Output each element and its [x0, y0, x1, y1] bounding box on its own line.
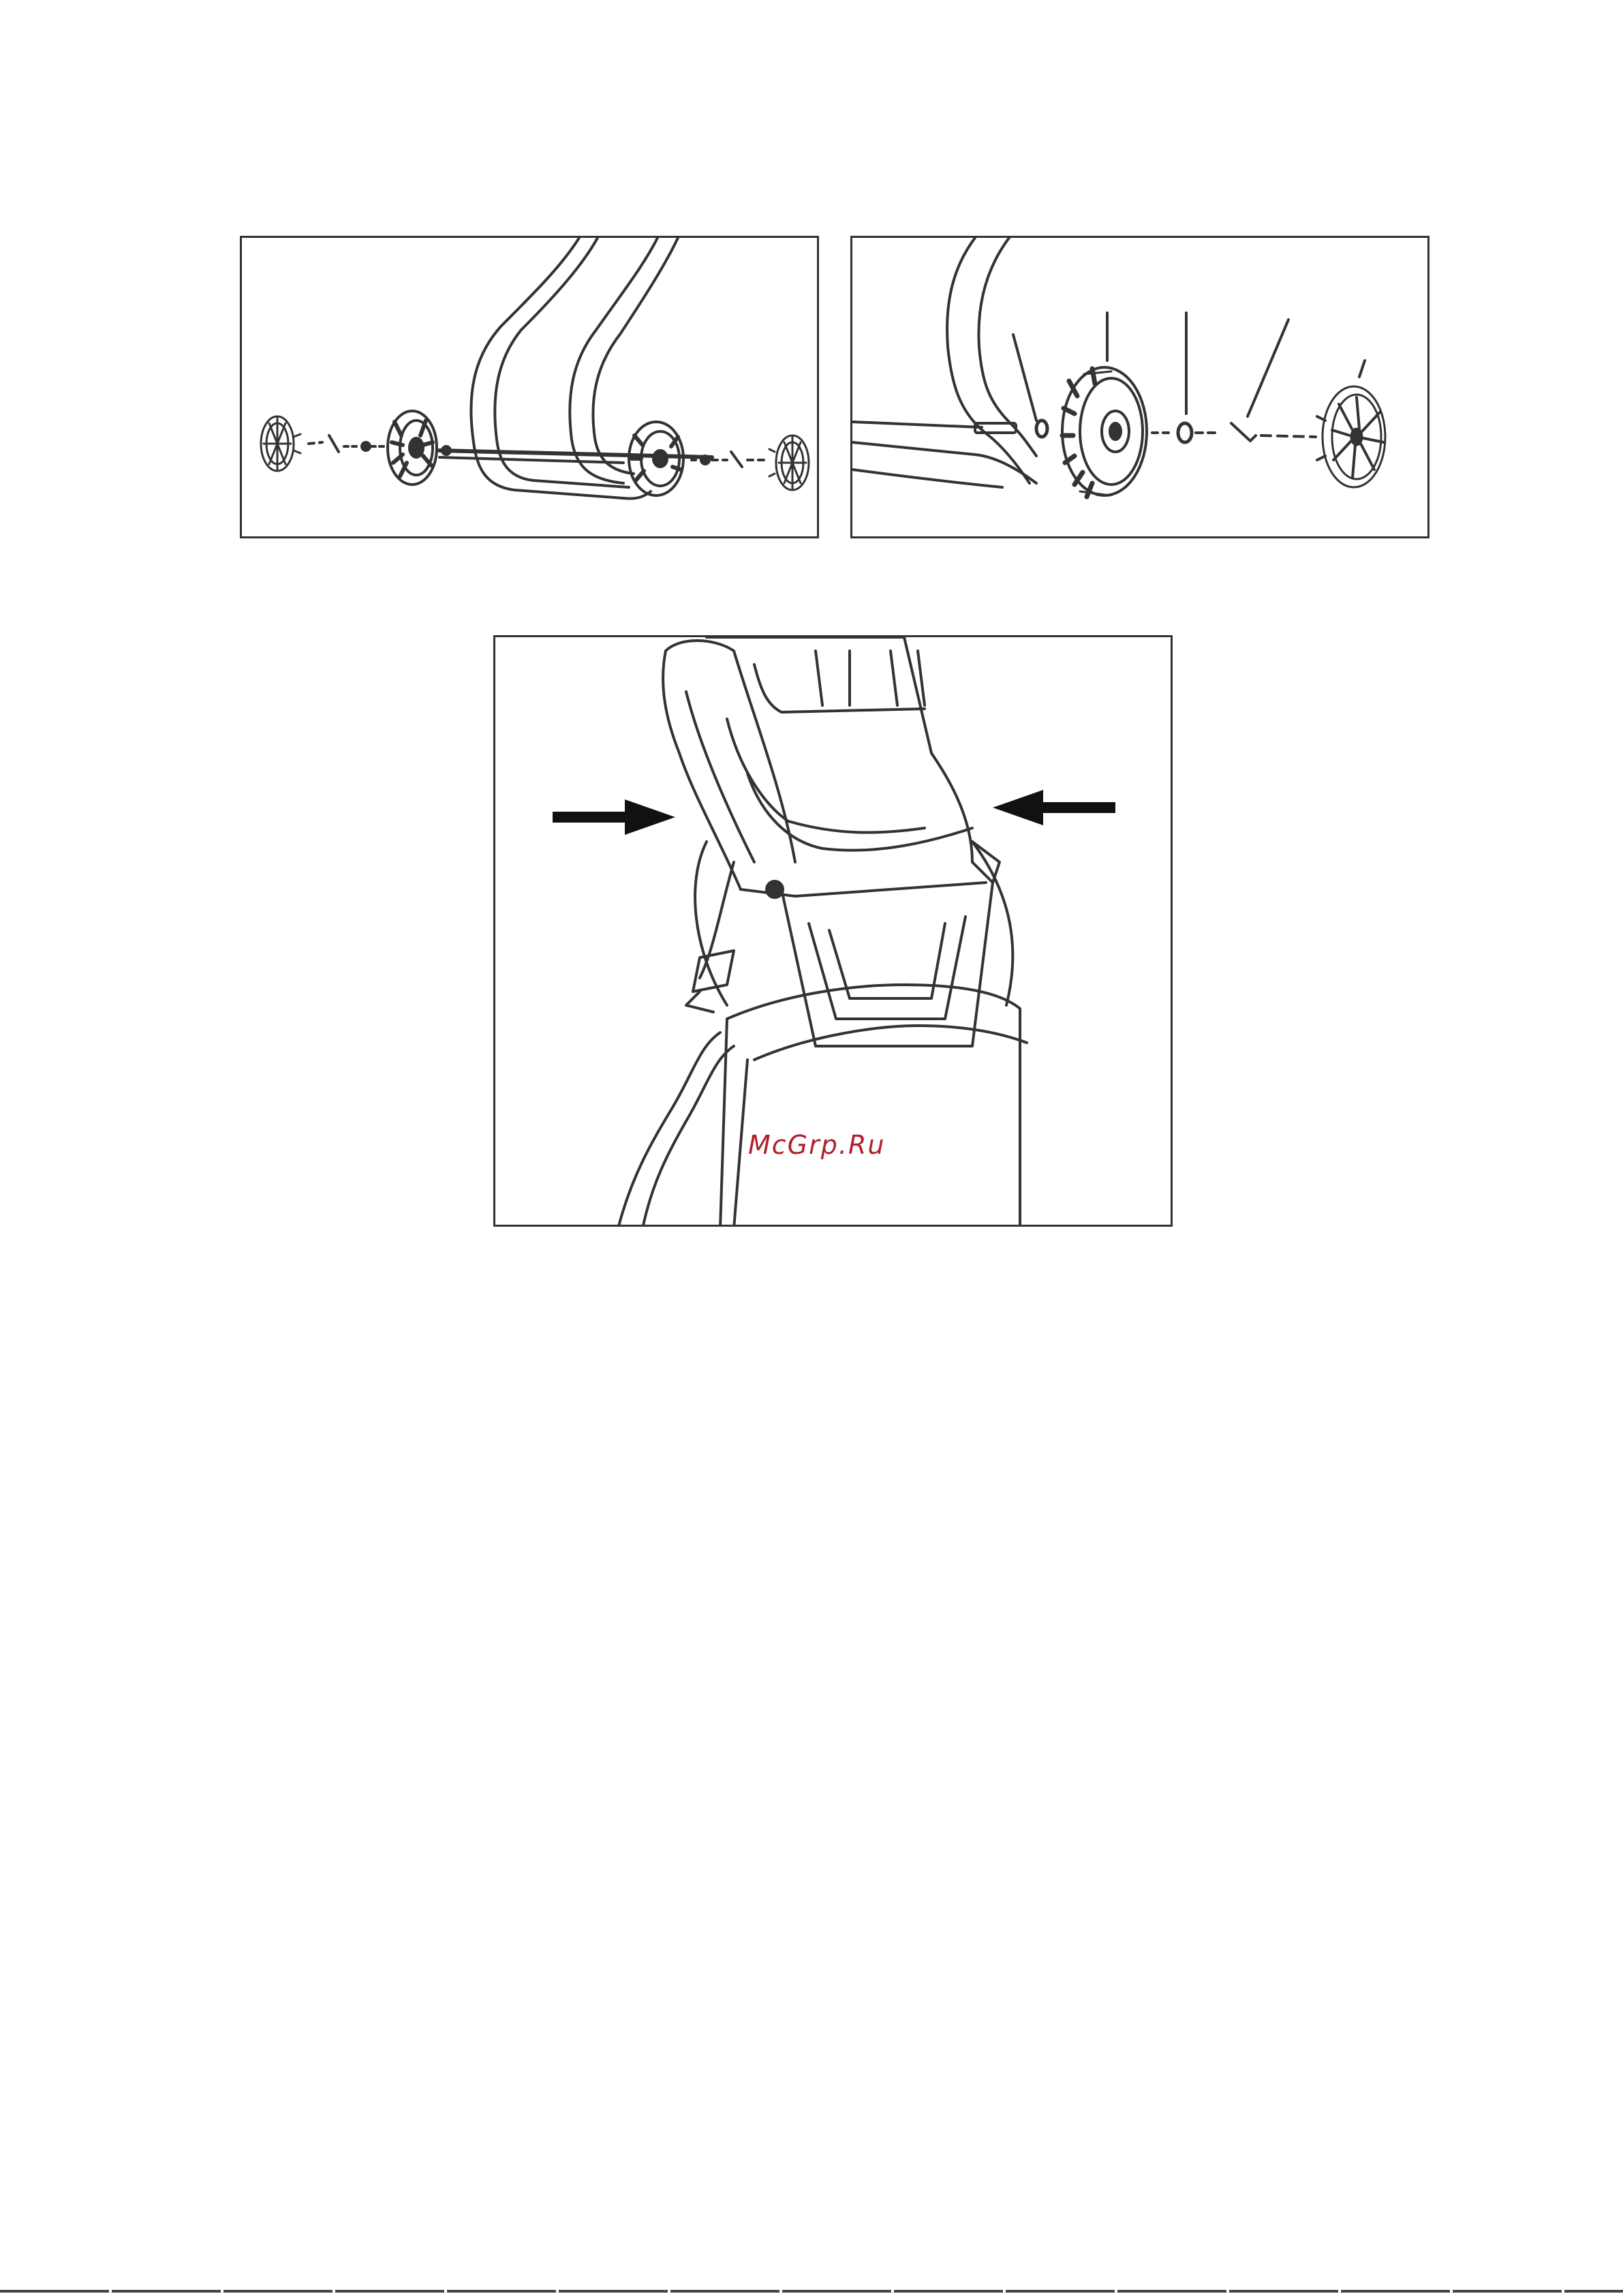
right-hub-cap [769, 435, 809, 490]
wheel-detail-exploded-icon [852, 238, 1429, 538]
wheel-assembly-overview-figure [240, 236, 819, 538]
watermark-text: McGrp.Ru [748, 1130, 885, 1160]
arrow-right-icon [553, 799, 675, 835]
right-wheel [629, 422, 683, 495]
wheel-exploded-view-icon [242, 238, 819, 538]
wheel-assembly-detail-figure [850, 236, 1429, 538]
footer-rule [0, 2290, 1623, 2293]
arrow-left-icon [993, 790, 1115, 825]
left-wheel [388, 411, 437, 485]
left-hub-cap [261, 416, 300, 471]
detail-hub-cap [1317, 386, 1385, 487]
detail-wheel [1062, 367, 1147, 497]
